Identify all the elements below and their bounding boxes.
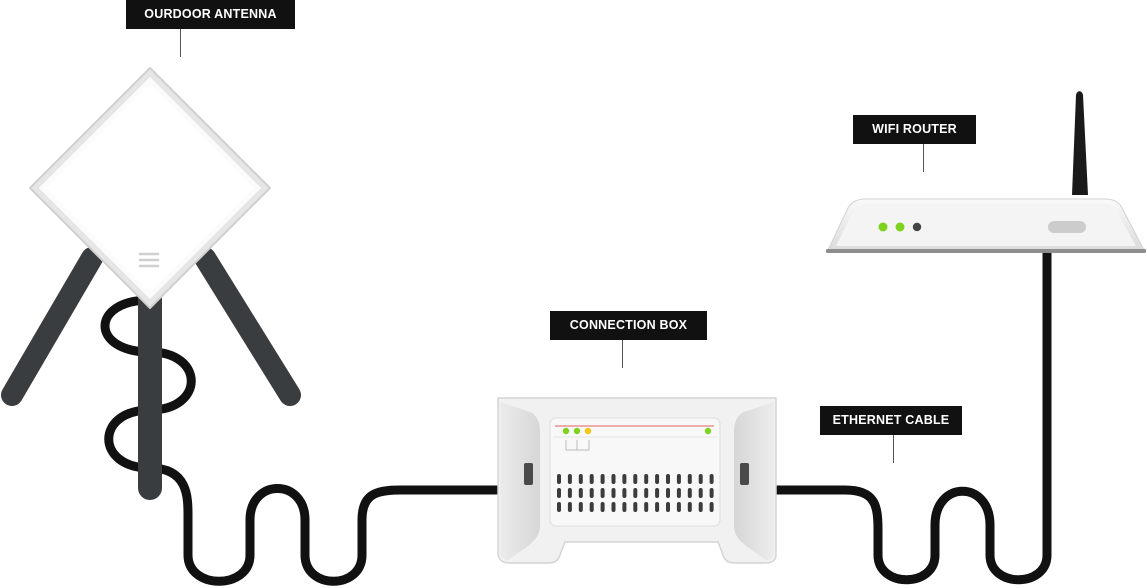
antenna-cable (100, 295, 505, 586)
vent-slot (557, 488, 561, 498)
vent-slot (666, 474, 670, 484)
status-led-2 (573, 427, 581, 435)
vent-slot (633, 488, 638, 498)
vent-slot (600, 474, 605, 484)
vent-slot (567, 474, 572, 484)
vent-slot (655, 474, 660, 484)
status-led-3 (584, 427, 592, 435)
antenna-left-leg (1, 247, 103, 406)
vent-slot (622, 474, 627, 484)
router-button (1048, 221, 1086, 233)
vent-slot (709, 502, 714, 512)
vent-slot (611, 502, 616, 512)
vent-slot (622, 488, 627, 498)
vent-slot (698, 502, 703, 512)
vent-grille (557, 474, 714, 512)
router-antenna (1072, 91, 1088, 195)
outdoor-antenna (29, 67, 271, 309)
vent-slot (666, 502, 670, 512)
vent-slot (633, 474, 638, 484)
vent-slot (687, 488, 692, 498)
vent-slot (644, 488, 649, 498)
vent-slot (709, 474, 714, 484)
vent-slot (600, 502, 605, 512)
ethernet-cable-label: ETHERNET CABLE (820, 406, 962, 435)
vent-slot (567, 502, 572, 512)
vent-slot (578, 474, 583, 484)
vent-slot (589, 474, 594, 484)
status-led-1 (562, 427, 570, 435)
vent-slot (557, 502, 561, 512)
vent-slot (557, 474, 561, 484)
vent-slot (676, 502, 681, 512)
three-lines-icon (138, 252, 160, 268)
vent-slot (578, 502, 583, 512)
antenna-right-leg (194, 247, 301, 406)
router-led-1 (878, 222, 888, 232)
ethernet-cable (771, 245, 1052, 585)
router-power-led (912, 222, 922, 232)
vent-slot (644, 474, 649, 484)
vent-slot (589, 502, 594, 512)
router-led-2 (895, 222, 905, 232)
vent-slot (578, 488, 583, 498)
connection-box (497, 397, 777, 564)
wifi-router-leader (923, 144, 924, 172)
connection-box-leader (622, 340, 623, 368)
vent-slot (687, 502, 692, 512)
status-led-4 (704, 427, 712, 435)
vent-slot (611, 474, 616, 484)
vent-slot (611, 488, 616, 498)
wifi-router-label: WIFI ROUTER (853, 115, 976, 144)
connection-box-label: CONNECTION BOX (550, 311, 707, 340)
vent-slot (622, 502, 627, 512)
outdoor-antenna-label: OURDOOR ANTENNA (126, 0, 295, 29)
vent-slot (709, 488, 714, 498)
vent-slot (589, 488, 594, 498)
vent-slot (698, 488, 703, 498)
vent-slot (698, 474, 703, 484)
vent-slot (567, 488, 572, 498)
vent-slot (644, 502, 649, 512)
vent-slot (687, 474, 692, 484)
vent-slot (676, 488, 681, 498)
wifi-router (826, 91, 1146, 253)
ethernet-cable-leader (893, 435, 894, 463)
vent-slot (655, 502, 660, 512)
vent-slot (633, 502, 638, 512)
vent-slot (655, 488, 660, 498)
vent-slot (676, 474, 681, 484)
outdoor-antenna-leader (180, 29, 181, 57)
vent-slot (666, 488, 670, 498)
vent-slot (600, 488, 605, 498)
